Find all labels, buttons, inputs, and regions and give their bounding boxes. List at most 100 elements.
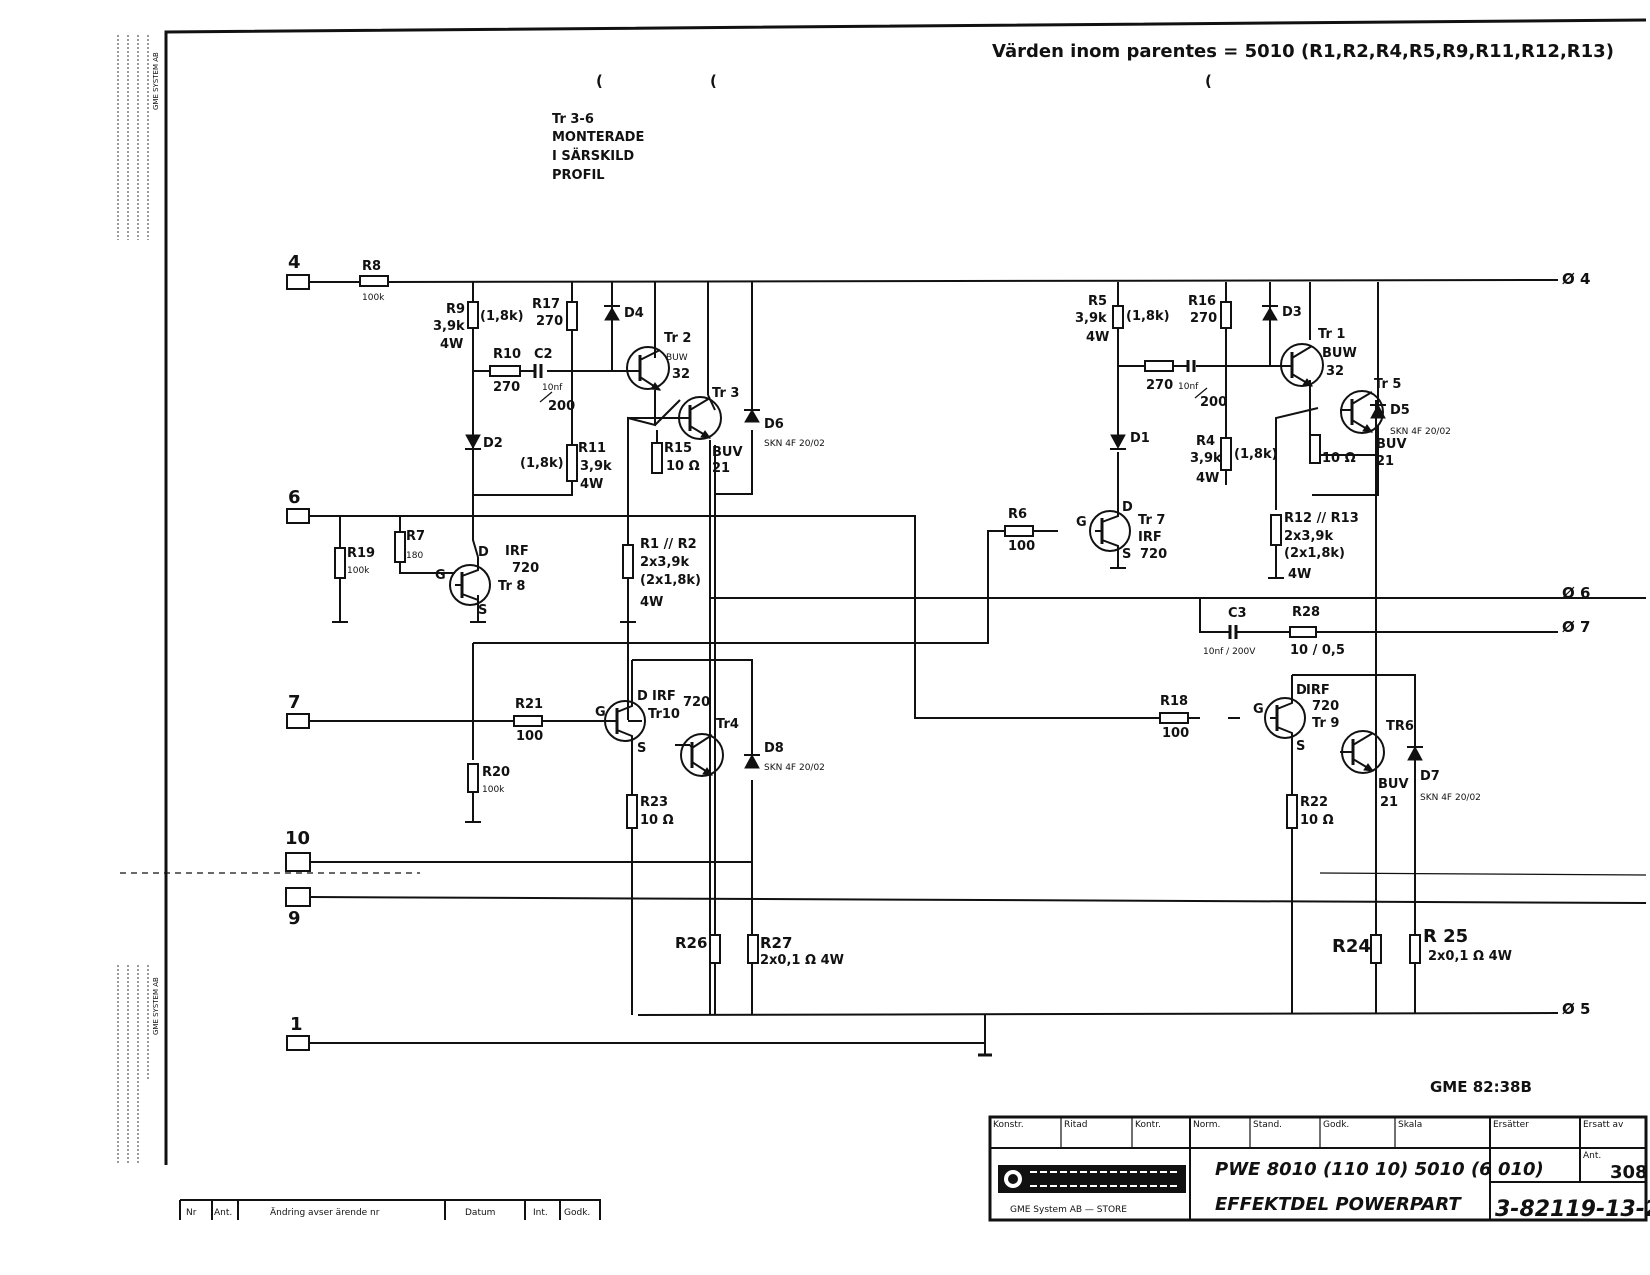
- svg-text:R20: R20: [482, 765, 510, 780]
- doc-number: 3-82119-13-2: [1495, 1197, 1650, 1222]
- svg-text:Tr 3: Tr 3: [712, 386, 739, 401]
- diode-d4: D4: [604, 305, 644, 321]
- paren-mark: (: [596, 72, 603, 90]
- svg-text:Stand.: Stand.: [1253, 1120, 1282, 1130]
- svg-text:BUW: BUW: [666, 353, 688, 363]
- svg-text:10nf: 10nf: [1178, 382, 1199, 392]
- diode-d5: D5 SKN 4F 20/02: [1370, 403, 1451, 437]
- terminal-9[interactable]: 9: [285, 887, 311, 929]
- svg-text:Tr 3-6: Tr 3-6: [552, 112, 594, 127]
- svg-text:Int.: Int.: [533, 1208, 548, 1218]
- svg-text:9: 9: [288, 908, 301, 929]
- svg-text:100: 100: [1008, 539, 1035, 554]
- resistor-r5: R5 3,9k (1,8k) 4W: [1075, 294, 1170, 345]
- svg-text:PROFIL: PROFIL: [552, 168, 605, 183]
- svg-text:32: 32: [672, 367, 690, 382]
- svg-text:R12 // R13: R12 // R13: [1284, 511, 1359, 526]
- svg-text:270: 270: [1190, 311, 1217, 326]
- svg-text:(2x1,8k): (2x1,8k): [1284, 546, 1345, 561]
- svg-text:R27: R27: [760, 934, 792, 952]
- svg-text:G: G: [1253, 702, 1264, 717]
- svg-text:21: 21: [1380, 795, 1398, 810]
- diode-d2: D2: [465, 434, 503, 451]
- svg-text:10: 10: [285, 828, 310, 849]
- svg-text:R15: R15: [664, 441, 692, 456]
- svg-text:R17: R17: [532, 297, 560, 312]
- resistor-10-b: 10 Ω: [1309, 434, 1356, 466]
- terminal-out-6[interactable]: Ø 6: [1562, 584, 1590, 602]
- svg-text:10 Ω: 10 Ω: [640, 813, 674, 828]
- resistor-r8: R8 100k: [359, 259, 389, 303]
- resistor-r10: R10 270: [489, 347, 521, 395]
- svg-text:R4: R4: [1196, 434, 1215, 449]
- resistor-r19: R19 100k: [334, 546, 375, 579]
- svg-text:G: G: [435, 568, 446, 583]
- svg-text:IRF: IRF: [1138, 530, 1162, 545]
- svg-text:10 / 0,5: 10 / 0,5: [1290, 643, 1345, 658]
- svg-text:Ritad: Ritad: [1064, 1120, 1088, 1130]
- svg-text:Ø 7: Ø 7: [1562, 618, 1590, 636]
- resistor-r1-r2: R1 // R2 2x3,9k (2x1,8k) 4W: [622, 537, 701, 610]
- svg-text:Tr 7: Tr 7: [1138, 513, 1165, 528]
- terminal-10[interactable]: 10: [285, 828, 311, 872]
- mount-note: Tr 3-6 MONTERADE I SÄRSKILD PROFIL: [552, 112, 644, 183]
- mosfet-tr9: G D S IRF 720 Tr 9: [1253, 683, 1339, 754]
- terminal-out-5[interactable]: Ø 5: [1562, 1000, 1590, 1018]
- svg-text:10nf: 10nf: [542, 383, 563, 393]
- svg-text:270: 270: [1146, 378, 1173, 393]
- revision-strip: Nr Ant. Ändring avser ärende nr Datum In…: [179, 1199, 601, 1220]
- svg-text:BUV: BUV: [1378, 777, 1409, 792]
- svg-text:21: 21: [712, 461, 730, 476]
- drawing-frame: [120, 18, 1647, 1165]
- svg-text:IRF: IRF: [652, 689, 676, 704]
- svg-text:Datum: Datum: [465, 1208, 495, 1218]
- diode-d8: D8 SKN 4F 20/02: [744, 741, 825, 773]
- svg-text:2x3,9k: 2x3,9k: [640, 555, 689, 570]
- svg-text:Godk.: Godk.: [1323, 1120, 1349, 1130]
- svg-text:R22: R22: [1300, 795, 1328, 810]
- svg-text:32: 32: [1326, 364, 1344, 379]
- terminal-7[interactable]: 7: [286, 692, 310, 729]
- svg-text:(1,8k): (1,8k): [520, 456, 564, 471]
- wiring: [309, 279, 1647, 1057]
- svg-text:R19: R19: [347, 546, 375, 561]
- svg-text:100k: 100k: [482, 785, 505, 795]
- terminal-6[interactable]: 6: [286, 487, 310, 524]
- resistor-r28: R28 10 / 0,5: [1289, 605, 1345, 658]
- svg-text:100k: 100k: [362, 293, 385, 303]
- svg-text:Ø 6: Ø 6: [1562, 584, 1590, 602]
- svg-text:Ø 5: Ø 5: [1562, 1000, 1590, 1018]
- svg-text:SKN 4F 20/02: SKN 4F 20/02: [1390, 427, 1451, 437]
- svg-text:6: 6: [288, 487, 301, 508]
- company-name: GME System AB — STORE: [1010, 1205, 1127, 1215]
- svg-text:Ändring avser ärende nr: Ändring avser ärende nr: [270, 1207, 380, 1218]
- terminal-out-4[interactable]: Ø 4: [1562, 270, 1590, 288]
- svg-text:10 Ω: 10 Ω: [666, 459, 700, 474]
- drawing-title-2: EFFEKTDEL POWERPART: [1215, 1194, 1462, 1215]
- svg-text:Tr10: Tr10: [648, 707, 680, 722]
- svg-text:3,9k: 3,9k: [1075, 311, 1107, 326]
- svg-text:D8: D8: [764, 741, 784, 756]
- svg-text:R23: R23: [640, 795, 668, 810]
- svg-text:IRF: IRF: [1306, 683, 1330, 698]
- terminal-1[interactable]: 1: [286, 1014, 310, 1051]
- company-logo: [998, 1165, 1186, 1193]
- svg-text:SKN 4F 20/02: SKN 4F 20/02: [764, 763, 825, 773]
- svg-text:4W: 4W: [580, 477, 603, 492]
- svg-text:4W: 4W: [440, 337, 463, 352]
- resistor-r24: R24: [1332, 934, 1382, 964]
- svg-text:Tr 5: Tr 5: [1374, 377, 1401, 392]
- terminal-4[interactable]: 4: [286, 252, 310, 290]
- resistor-270-b: 270: [1144, 360, 1174, 393]
- resistor-r25: R 25 2x0,1 Ω 4W: [1409, 926, 1512, 964]
- resistor-r11: R11 (1,8k) 3,9k 4W: [520, 441, 612, 492]
- terminal-out-7[interactable]: Ø 7: [1562, 618, 1590, 636]
- resistor-r17: R17 270: [532, 297, 578, 331]
- svg-text:Ant.: Ant.: [1583, 1151, 1601, 1161]
- svg-text:200: 200: [548, 399, 575, 414]
- svg-text:10 Ω: 10 Ω: [1322, 451, 1356, 466]
- svg-text:R7: R7: [406, 529, 425, 544]
- svg-text:BUW: BUW: [1322, 346, 1357, 361]
- svg-text:4: 4: [288, 252, 301, 273]
